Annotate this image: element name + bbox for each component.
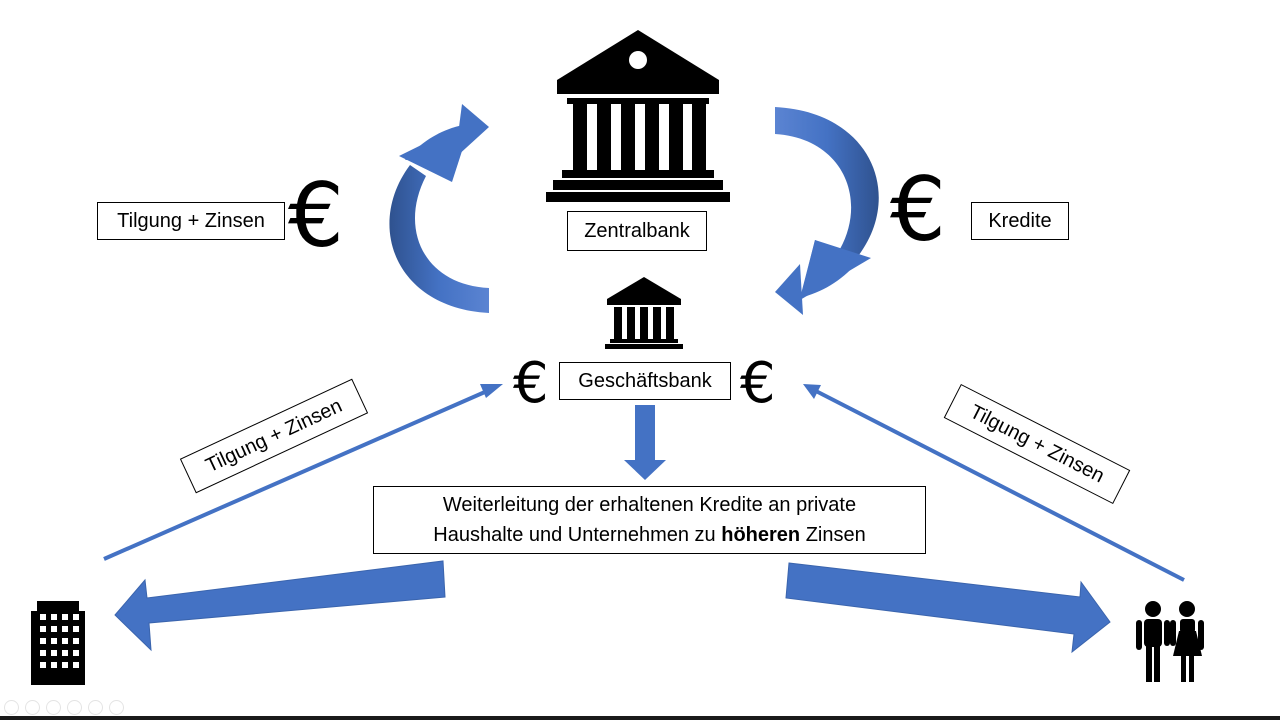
bank-building-icon [546,30,730,202]
bottom-bar [0,716,1280,720]
euro-icon-bank-left: € [513,351,549,416]
info-line-2-prefix: Haushalte und Unternehmen zu [433,524,722,546]
euro-icon-left-top: € [288,164,344,267]
euro-icon-right-top: € [890,158,946,261]
arrow-big-right [785,562,1111,654]
prev-slide-button[interactable] [4,700,19,715]
people-couple-icon [1136,601,1204,682]
weiterleitung-info-box: Weiterleitung der erhaltenen Kredite an … [373,486,926,554]
info-line-2-bold: höheren [721,524,801,546]
next-slide-button[interactable] [25,700,40,715]
arrow-diagonal-left [103,384,503,561]
info-line-2: Haushalte und Unternehmen zu höheren Zin… [433,520,865,550]
arrow-diagonal-right [803,384,1185,582]
curved-arrow-left [389,104,489,313]
office-building-icon [31,601,85,685]
tilgung-zinsen-label-left: Tilgung + Zinsen [97,202,285,240]
kredite-label: Kredite [971,202,1069,240]
arrow-down [624,405,666,480]
info-line-1: Weiterleitung der erhaltenen Kredite an … [442,494,857,516]
slides-view-button[interactable] [67,700,82,715]
arrow-big-left [114,560,446,652]
pen-tool-button[interactable] [46,700,61,715]
geschaeftsbank-label: Geschäftsbank [559,362,731,400]
curved-arrow-right [775,107,879,315]
euro-icon-bank-right: € [740,351,776,416]
bank-building-small-icon [605,277,683,349]
zoom-button[interactable] [88,700,103,715]
info-line-2-suffix: Zinsen [800,524,866,546]
slideshow-controls [4,700,124,715]
zentralbank-label: Zentralbank [567,211,707,251]
more-options-button[interactable] [109,700,124,715]
